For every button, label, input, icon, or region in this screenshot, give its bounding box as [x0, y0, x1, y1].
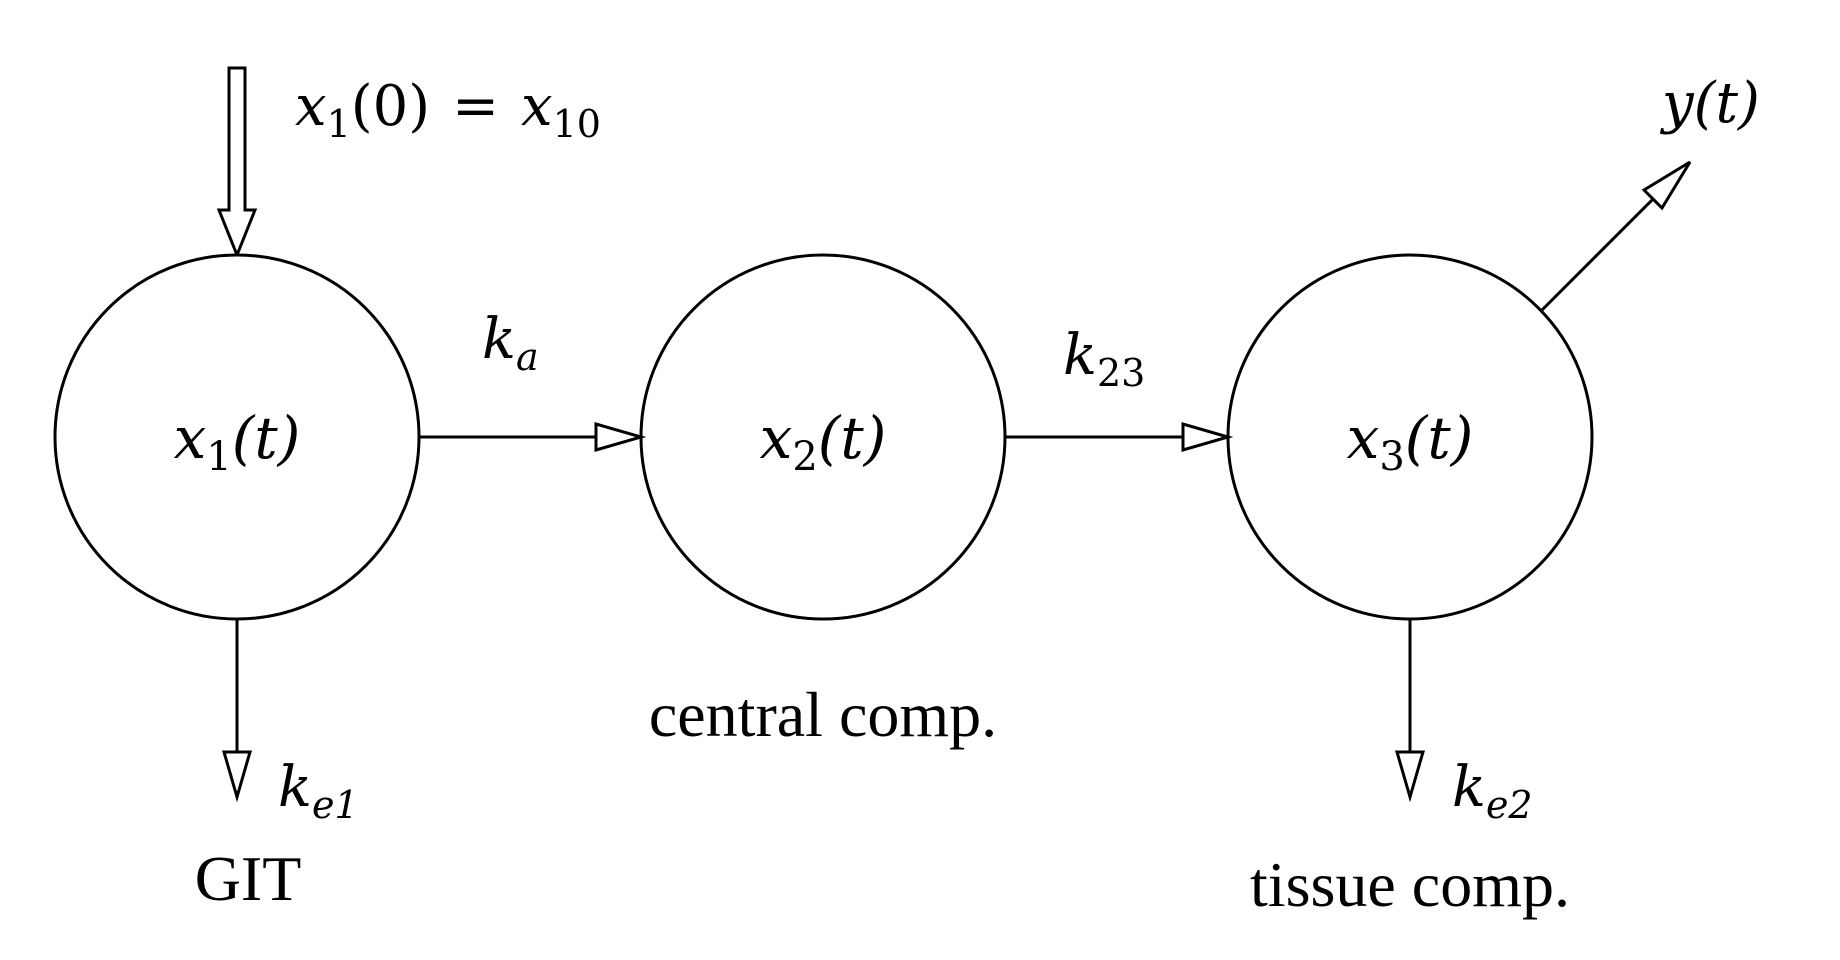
edge-x1-x2 — [419, 422, 647, 452]
initial-dose-arrow — [216, 66, 258, 260]
output-label-y: y(t) — [1659, 71, 1760, 136]
compartment-x3-label: x3(t) — [1347, 404, 1474, 480]
compartment-x1: x1(t) — [53, 253, 421, 621]
compartment-x2-label: x2(t) — [760, 404, 887, 480]
edge-label-ke1: ke1 — [278, 755, 359, 827]
caption-central-comp: central comp. — [649, 679, 997, 750]
compartment-x3: x3(t) — [1226, 253, 1594, 621]
arrow-head-x3-elimination — [1395, 750, 1425, 803]
arrow-head-x1-x2 — [594, 422, 647, 452]
arrow-head-x1-elimination — [222, 750, 252, 803]
edge-x3-elimination — [1395, 619, 1425, 803]
edge-x3-output — [1540, 160, 1692, 312]
edge-x2-x3 — [1005, 422, 1234, 452]
edge-x1-elimination — [222, 619, 252, 803]
edge-label-ke2: ke2 — [1452, 755, 1533, 827]
compartment-x2: x2(t) — [639, 253, 1007, 621]
arrow-head-output — [1641, 160, 1692, 211]
arrow-head-x2-x3 — [1181, 422, 1234, 452]
edge-label-ka: ka — [482, 307, 539, 379]
edge-label-k23: k23 — [1063, 323, 1145, 395]
caption-git: GIT — [195, 843, 302, 914]
caption-tissue-comp: tissue comp. — [1250, 849, 1570, 920]
initial-condition-label: x1(0)=x10 — [295, 74, 601, 146]
compartment-x1-label: x1(t) — [174, 404, 301, 480]
